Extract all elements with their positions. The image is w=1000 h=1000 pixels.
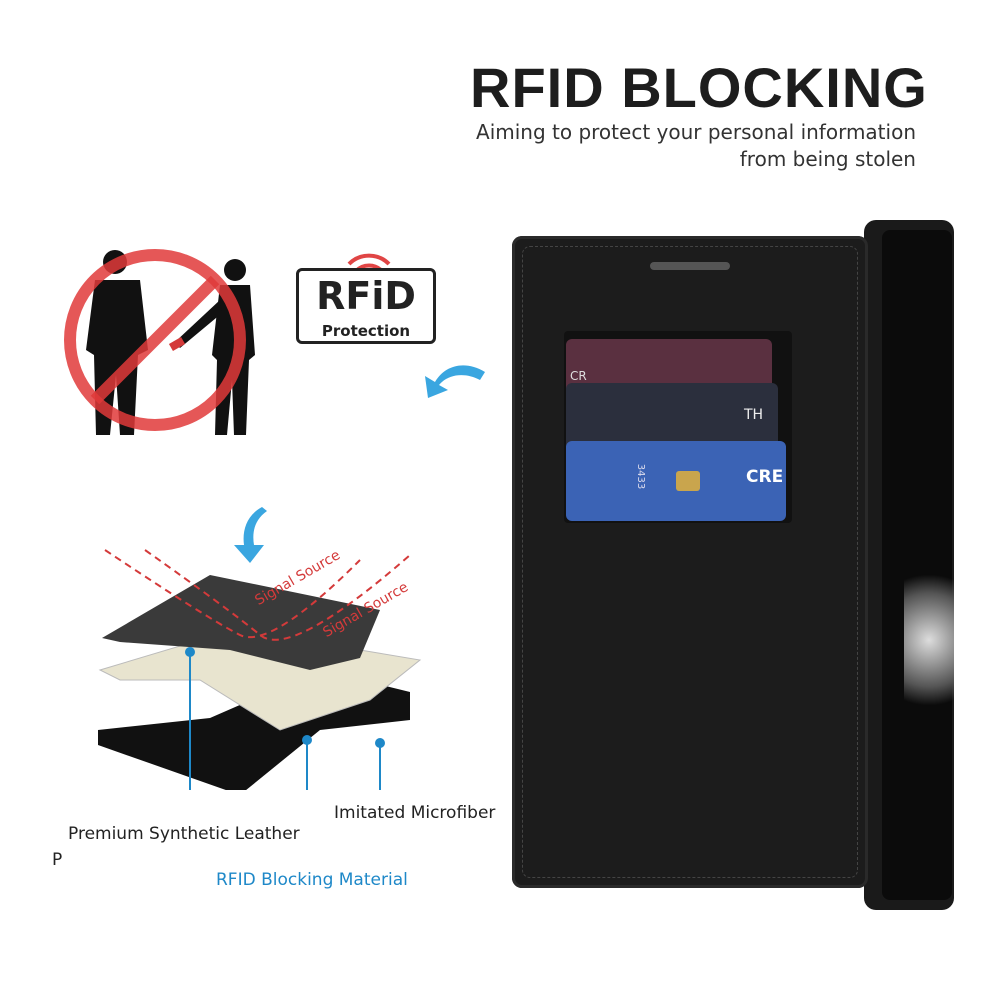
chip <box>676 471 700 491</box>
label-premium-leather: Premium Synthetic Leather <box>68 824 300 844</box>
card-brand: CRE <box>746 467 784 487</box>
curved-arrow-left-icon <box>425 365 485 398</box>
badge-main-text: RFiD <box>316 274 416 318</box>
label-microfiber: Imitated Microfiber <box>334 803 496 823</box>
headline: RFID BLOCKING <box>470 56 928 119</box>
leather-layer <box>102 575 380 670</box>
speaker-grille <box>650 262 730 270</box>
card-number: 3433 <box>635 463 647 490</box>
anti-skimming-illustration <box>64 249 255 435</box>
rfid-protection-badge: RFiD Protection <box>296 246 436 346</box>
phone <box>864 220 954 910</box>
subtitle-line-1: Aiming to protect your personal informat… <box>476 120 916 144</box>
subtitle-line-2: from being stolen <box>739 147 916 171</box>
card-window: CR TH 3433 CRE <box>564 331 792 523</box>
flip-case-cover: CR TH 3433 CRE <box>512 236 868 888</box>
material-layers-diagram <box>98 549 422 790</box>
curved-arrow-down-icon <box>234 507 267 563</box>
badge-sub-text: Protection <box>321 322 411 340</box>
label-rfid-material: RFID Blocking Material <box>216 870 408 890</box>
stray-letter: P <box>52 850 63 870</box>
card-3: 3433 CRE <box>566 441 786 521</box>
